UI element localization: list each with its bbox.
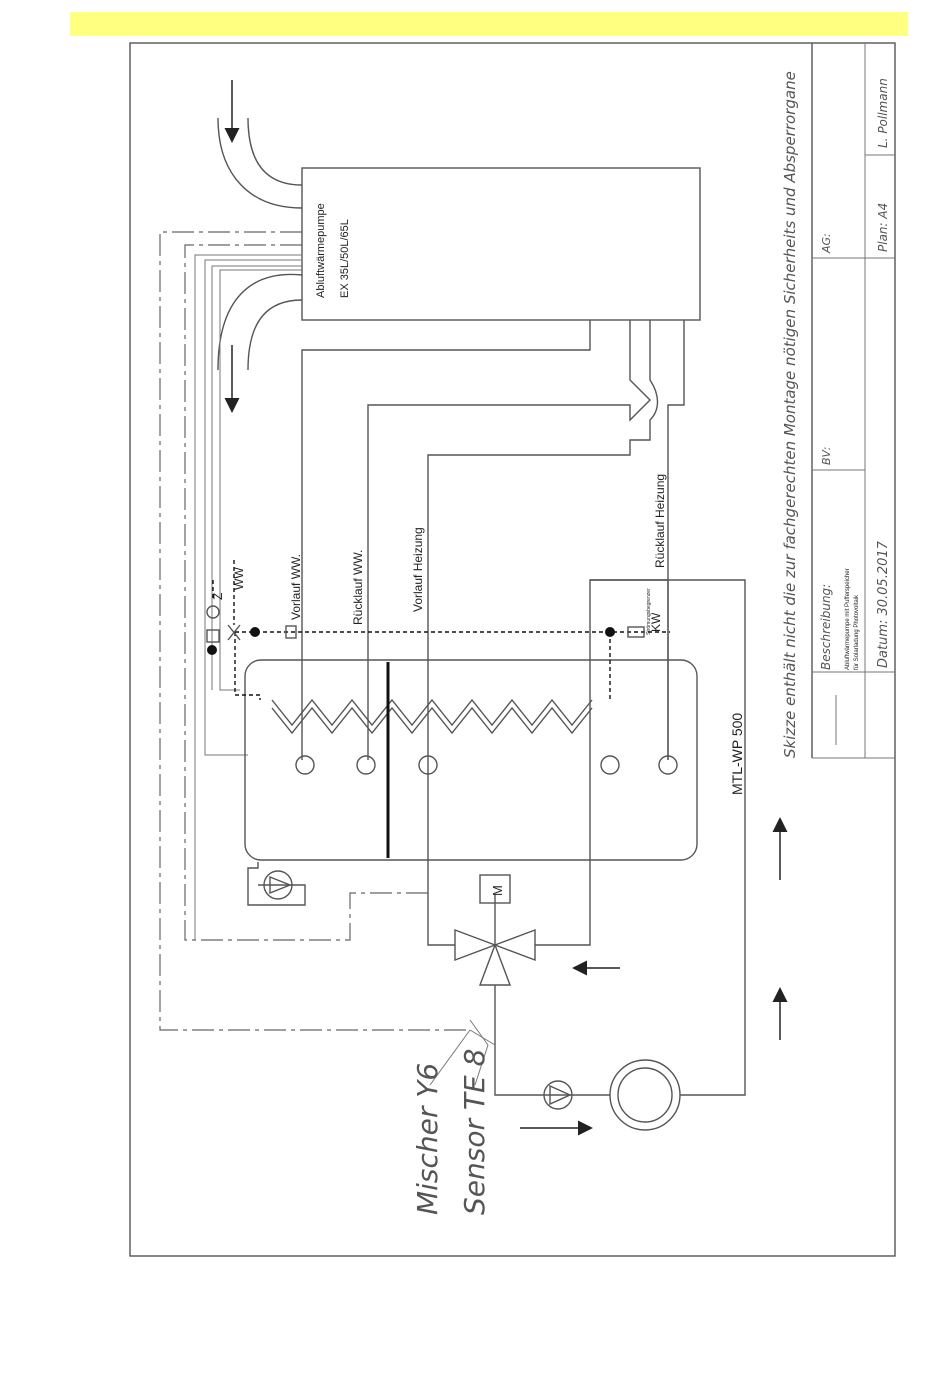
- label-ww: WW: [232, 567, 246, 590]
- valve-motor-label: M: [490, 885, 505, 896]
- label-ruecklauf-heizung: Rücklauf Heizung: [653, 474, 667, 568]
- title-author: L. Pollmann: [876, 78, 890, 148]
- label-mixer: Mischer Y6: [411, 1063, 444, 1215]
- title-block: Beschreibung: Abluftwärmepumpe mit Puffe…: [811, 43, 895, 759]
- heating-circuit: [469, 1019, 681, 1131]
- tank-name: MTL-WP 500: [729, 713, 745, 795]
- label-flow-limiter: Strömungsbegrenzer: [646, 588, 652, 635]
- title-description-line1: Abluftwärmepumpe mit Pufferspeicher: [845, 568, 851, 670]
- control-lines: [159, 231, 470, 1031]
- air-ducts: [217, 80, 303, 413]
- dhw-piping: [206, 560, 670, 700]
- title-ag: AG:: [820, 233, 833, 254]
- title-description-label: Beschreibung:: [819, 584, 833, 670]
- heat-pump: Abluftwärmepumpe EX 35L/50L/65L: [301, 167, 701, 321]
- heat-pump-title: Abluftwärmepumpe: [315, 203, 327, 298]
- label-vorlauf-heizung: Vorlauf Heizung: [411, 527, 425, 612]
- title-date: Datum: 30.05.2017: [876, 540, 891, 668]
- label-kw: KW: [649, 612, 663, 632]
- tank-pump: [247, 862, 306, 906]
- label-vorlauf-ww: Vorlauf WW.: [289, 554, 303, 620]
- highlight-bar: [70, 12, 908, 36]
- label-ruecklauf-ww: Rücklauf WW.: [351, 550, 365, 625]
- flow-arrows: [520, 817, 788, 1136]
- assembly-note: Skizze enthält nicht die zur fachgerecht…: [781, 71, 799, 758]
- drawing-frame: [129, 42, 896, 1257]
- heat-pump-pipes: [301, 320, 685, 760]
- label-sensor: Sensor TE 8: [458, 1049, 491, 1215]
- label-z: Z: [211, 593, 225, 600]
- title-bv: BV:: [820, 447, 833, 465]
- title-plan: Plan: A4: [876, 203, 890, 252]
- storage-tank: MTL-WP 500: [244, 659, 745, 861]
- heat-pump-model: EX 35L/50L/65L: [339, 219, 351, 298]
- title-description-line2: für Solarladung Photovoltaik: [854, 594, 860, 670]
